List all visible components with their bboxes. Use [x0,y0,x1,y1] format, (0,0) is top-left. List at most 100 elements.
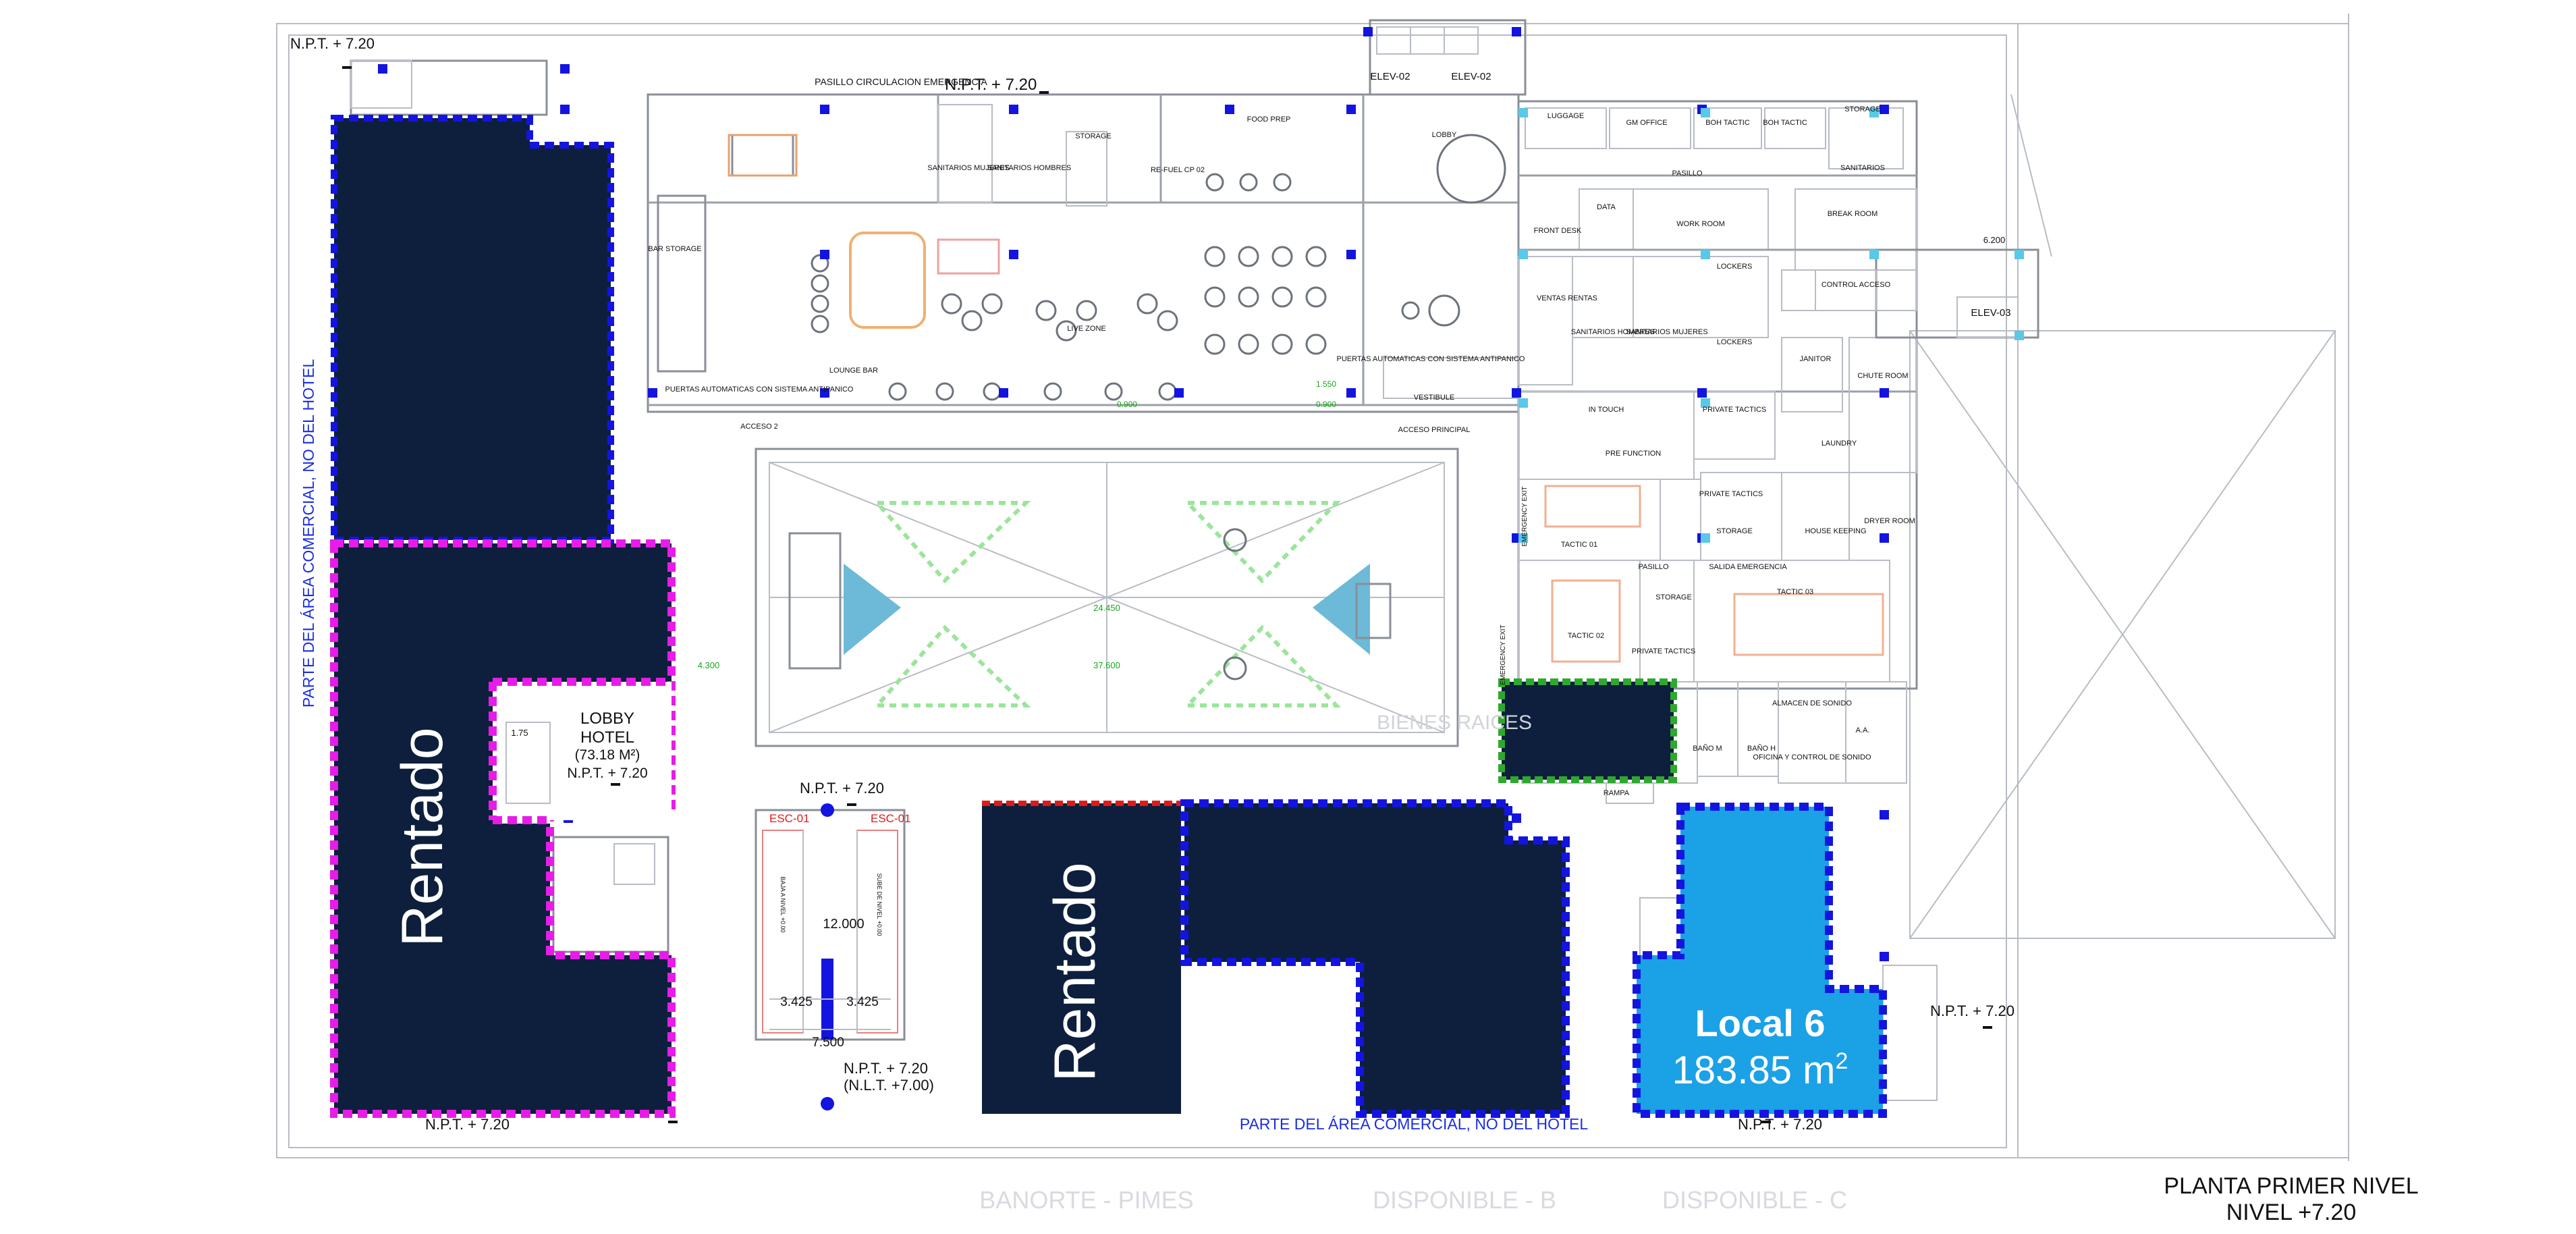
room-bano-h: BAÑO H [1747,744,1776,753]
room-elev03: ELEV-03 [1971,307,2010,319]
level-top-left: N.P.T. + 7.20 [290,35,375,52]
room-elev02b: ELEV-02 [1451,71,1491,82]
room-sanitarios-mujeres: SANITARIOS MUJERES [927,164,1009,172]
escalator-tag-left: ESC-01 [769,812,810,825]
room-lockers-1: LOCKERS [1717,263,1753,271]
room-work-room: WORK ROOM [1676,220,1725,228]
escalators [755,803,906,1110]
local-6-area[interactable] [1633,803,1887,1118]
atrium-dim-center: 24.450 [1093,603,1120,613]
level-markers [342,66,1992,1123]
room-private-tactics-2: PRIVATE TACTICS [1699,490,1763,498]
bottom-commercial-note: PARTE DEL ÁREA COMERCIAL, NO DEL HOTEL [1240,1115,1589,1133]
side-commercial-note: PARTE DEL ÁREA COMERCIAL, NO DEL HOTEL [300,359,317,708]
room-janitor: JANITOR [1800,355,1832,363]
rented-left-label: Rentado [390,727,455,946]
room-acceso-principal: ACCESO PRINCIPAL [1398,426,1471,434]
atrium [755,448,1459,747]
room-sanitarios-hombres: SANITARIOS HOMBRES [987,164,1071,172]
room-lobby: LOBBY [1432,131,1457,139]
room-tactic03: TACTIC 03 [1777,588,1813,596]
rented-center-label: Rentado [1043,862,1107,1081]
room-private-tactics-3: PRIVATE TACTICS [1632,647,1696,655]
room-bano-m: BAÑO M [1693,744,1722,753]
room-gm-office: GM OFFICE [1626,119,1667,127]
atrium-triangle-left [844,564,901,655]
room-puertas-auto-2: PUERTAS AUTOMATICAS CON SISTEMA ANTIPANI… [1337,355,1525,363]
room-live-zone: LIVE ZONE [1067,325,1105,333]
level-right-side: N.P.T. + 7.20 [1930,1002,2015,1019]
local-6-area-sup: 2 [1835,1048,1848,1074]
rented-left-area [330,115,676,1118]
elev03-block [1815,248,2039,339]
lobby-hotel-name-2: HOTEL [580,728,634,747]
room-front-desk: FRONT DESK [1534,227,1582,235]
room-boh-tactic-1: BOH TACTIC [1705,119,1750,127]
lobby-hotel-level: N.P.T. + 7.20 [567,766,647,781]
room-lockers-2: LOCKERS [1717,338,1753,346]
room-vestibule: VESTIBULE [1414,394,1455,402]
room-dryer-room: DRYER ROOM [1864,517,1915,525]
green-dim-3: 0.900 [1316,400,1336,409]
room-data: DATA [1597,203,1616,211]
room-chute-room: CHUTE ROOM [1857,372,1908,380]
escalator-width-left: 3.425 [780,995,813,1009]
escalator-length: 12.000 [823,917,864,932]
atrium-dim-left: 4.300 [698,660,720,670]
room-food-prep: FOOD PREP [1247,115,1291,124]
level-stairs-bottom: N.P.T. + 7.20 [844,1060,928,1077]
columns-cyan [1518,108,2024,543]
room-ventas-rentas: VENTAS RENTAS [1537,294,1597,302]
room-oficina-control: OFICINA Y CONTROL DE SONIDO [1753,753,1871,761]
room-sanitarios: SANITARIOS [1840,164,1885,172]
rented-center-area [982,799,1570,1118]
plan-title-line1: PLANTA PRIMER NIVEL [2164,1173,2418,1199]
room-puertas-auto-1: PUERTAS AUTOMATICAS CON SISTEMA ANTIPANI… [665,385,854,394]
room-labels: PASILLO CIRCULACION EMERGENCIA BAR STORA… [648,71,2010,797]
room-laundry: LAUNDRY [1821,439,1857,448]
room-san-mujeres2: SANITARIOS MUJERES [1626,328,1707,336]
room-almacen-sonido: ALMACEN DE SONIDO [1772,699,1852,707]
atrium-dim-lower: 37.600 [1093,660,1120,670]
local-6-name[interactable]: Local 6 [1695,1002,1826,1044]
green-dim-1: 0.900 [1117,400,1137,409]
level-top-center: N.P.T. + 7.20 [945,76,1037,94]
room-pasillo-emergencia: PASILLO CIRCULACION EMERGENCIA [815,76,987,87]
room-acceso-2: ACCESO 2 [740,423,778,431]
room-storage3: STORAGE [1716,527,1753,535]
room-in-touch: IN TOUCH [1589,406,1624,414]
lobby-hotel-dim: 1.75 [511,728,528,738]
escalator-right-side-text: SUBE DE NIVEL +0.00 [876,874,883,936]
atrium-dim-right-top: 6.200 [1983,235,2006,245]
room-pre-function: PRE FUNCTION [1606,450,1662,458]
hotel-boh-rooms [1517,100,1918,784]
lobby-hotel-name-1: LOBBY [580,709,634,728]
room-pasillo: PASILLO [1672,169,1702,178]
room-control-acceso: CONTROL ACCESO [1821,281,1891,289]
room-pasillo2: PASILLO [1638,563,1668,571]
level-stairs-top: N.P.T. + 7.20 [800,780,884,797]
building-outline [276,14,2349,1161]
atrium-triangle-right [1313,564,1370,655]
faded-disponible-b: DISPONIBLE - B [1373,1186,1556,1214]
level-stairs-bottom-nlt: (N.L.T. +7.00) [844,1077,934,1094]
room-storage4: STORAGE [1655,593,1692,601]
plan-title-line2: NIVEL +7.20 [2226,1200,2356,1225]
faded-disponible-c: DISPONIBLE - C [1662,1186,1847,1214]
room-tactic02: TACTIC 02 [1568,632,1604,640]
room-emergency-exit-1: EMERGENCY EXIT [1521,486,1529,546]
escalator-tag-right: ESC-01 [871,812,911,825]
furniture [811,134,1506,680]
faded-banorte: BANORTE - PIMES [979,1186,1193,1214]
green-dim-2: 1.550 [1316,379,1336,389]
room-tactic01: TACTIC 01 [1561,541,1597,549]
room-storage: STORAGE [1075,132,1112,140]
room-emergency-exit-2: EMERGENCY EXIT [1500,624,1507,685]
room-elev02a: ELEV-02 [1370,71,1410,82]
room-storage2: STORAGE [1844,105,1881,113]
escalator-width-right: 3.425 [846,995,879,1009]
escalator-total-width: 7.500 [812,1036,844,1050]
lobby-hotel-area: (73.18 M²) [575,747,640,763]
hotel-top-walls [647,19,1527,413]
